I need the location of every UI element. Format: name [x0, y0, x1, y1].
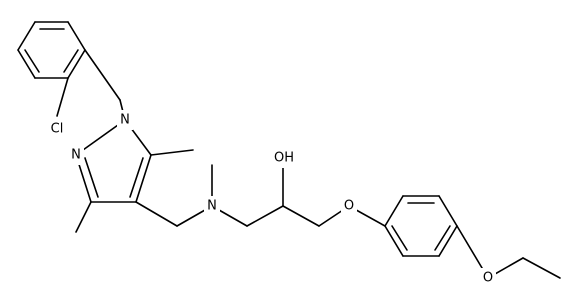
- chlorine-label: Cl: [51, 122, 64, 137]
- bond: [135, 201, 178, 227]
- bond: [522, 257, 561, 279]
- aromatic-inner-bond: [24, 49, 40, 73]
- bond: [75, 201, 92, 233]
- bond: [384, 195, 404, 227]
- bond: [438, 195, 458, 227]
- bond: [84, 49, 121, 101]
- bond: [282, 205, 320, 227]
- bond: [75, 119, 126, 156]
- pyrazole-n1-label: N: [120, 113, 130, 128]
- bond: [150, 149, 194, 156]
- bond: [67, 49, 86, 79]
- hydroxyl-label: OH: [274, 151, 294, 166]
- aromatic-inner-bond: [84, 157, 99, 198]
- bond: [246, 205, 284, 227]
- aromatic-inner-bond: [129, 157, 144, 198]
- ether-oxygen-label: O: [344, 199, 354, 214]
- bond: [17, 49, 36, 79]
- atom-label-layer: Cl N N N OH O O: [45, 110, 496, 288]
- pyrazole-n2-label: N: [71, 148, 81, 163]
- bond: [135, 154, 152, 203]
- bond: [67, 21, 86, 51]
- aromatic-inner-bond: [63, 49, 79, 73]
- aromatic-inner-bond: [391, 225, 408, 251]
- bond: [384, 225, 404, 257]
- bond: [56, 77, 69, 117]
- ethoxy-oxygen-label: O: [483, 271, 493, 286]
- bond: [17, 21, 36, 51]
- amine-nitrogen-label: N: [207, 199, 217, 214]
- bond: [438, 225, 458, 257]
- aromatic-inner-bond: [434, 225, 451, 251]
